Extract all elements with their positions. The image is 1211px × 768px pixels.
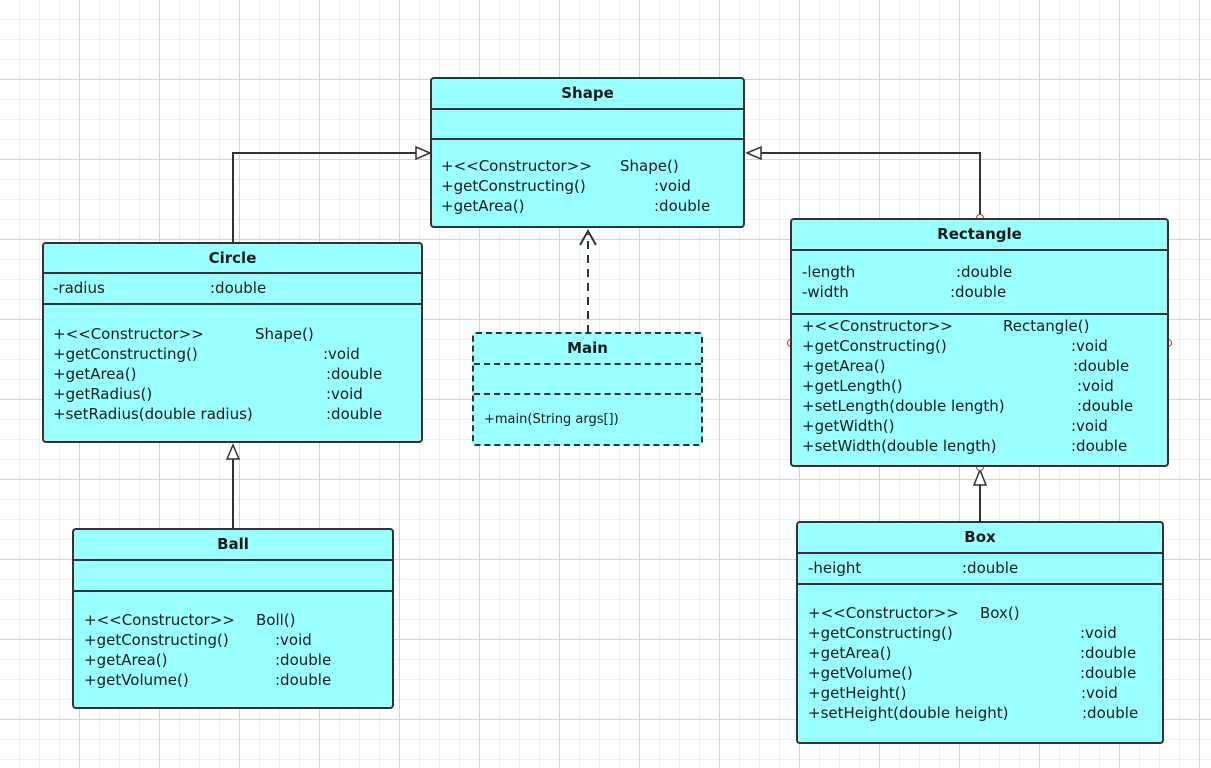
operation-row: +getArea():double — [808, 644, 1137, 662]
operation-row: +<<Constructor>>Box() — [808, 604, 1020, 622]
operation-row: +getArea():double — [53, 365, 383, 383]
class-shape-title: Shape — [432, 79, 743, 110]
operation-row: +getArea():double — [84, 651, 332, 669]
operation-row: +getConstructing():void — [53, 345, 360, 363]
operation-row: +main(String args[]) — [484, 412, 619, 427]
operation-row: +getVolume():double — [84, 671, 332, 689]
main-to-shape-open-arrowhead — [579, 228, 597, 246]
operation-row: +getConstructing():void — [802, 337, 1108, 355]
class-main-attributes — [474, 365, 701, 395]
class-ball-attributes — [74, 561, 392, 592]
operation-row: +getLength():void — [802, 377, 1114, 395]
circle-to-shape-line — [232, 152, 418, 243]
class-box[interactable]: Box -height:double +<<Constructor>>Box()… — [796, 521, 1164, 744]
class-ball[interactable]: Ball +<<Constructor>>Boll() +getConstruc… — [72, 528, 394, 709]
class-shape-operations: +<<Constructor>>Shape() +getConstructing… — [432, 140, 743, 216]
class-rectangle[interactable]: Rectangle -length:double -width:double +… — [790, 218, 1169, 467]
operation-row: +getRadius():void — [53, 385, 363, 403]
class-main[interactable]: Main +main(String args[]) — [472, 332, 703, 446]
operation-row: +getVolume():double — [808, 664, 1137, 682]
attribute-row: -height:double — [808, 559, 1019, 577]
operation-row: +setRadius(double radius):double — [53, 405, 383, 423]
class-box-attributes: -height:double — [798, 554, 1162, 585]
operation-row: +getArea():double — [802, 357, 1130, 375]
rectangle-to-shape-line — [760, 152, 981, 219]
circle-to-shape-arrowhead — [415, 145, 432, 161]
operation-row: +<<Constructor>>Rectangle() — [802, 317, 1090, 335]
operation-row: +setWidth(double length):double — [802, 437, 1128, 455]
attribute-row: -width:double — [802, 283, 1007, 301]
operation-row: +getConstructing():void — [441, 177, 691, 195]
operation-row: +getConstructing():void — [808, 624, 1117, 642]
class-box-title: Box — [798, 523, 1162, 554]
class-ball-title: Ball — [74, 530, 392, 561]
attribute-row: -length:double — [802, 263, 1013, 281]
class-circle[interactable]: Circle -radius:double +<<Constructor>>Sh… — [42, 242, 423, 443]
class-circle-operations: +<<Constructor>>Shape() +getConstructing… — [44, 305, 421, 424]
operation-row: +<<Constructor>>Boll() — [84, 611, 296, 629]
operation-row: +<<Constructor>>Shape() — [53, 325, 314, 343]
class-rectangle-operations: +<<Constructor>>Rectangle() +getConstruc… — [792, 315, 1167, 456]
class-circle-attributes: -radius:double — [44, 274, 421, 305]
ball-to-circle-arrowhead — [225, 443, 241, 460]
operation-row: +getHeight():void — [808, 684, 1118, 702]
class-main-operations: +main(String args[]) — [474, 395, 701, 430]
attribute-row: -radius:double — [53, 279, 267, 297]
class-circle-title: Circle — [44, 244, 421, 274]
class-shape[interactable]: Shape +<<Constructor>>Shape() +getConstr… — [430, 77, 745, 228]
class-shape-attributes — [432, 110, 743, 140]
class-box-operations: +<<Constructor>>Box() +getConstructing()… — [798, 585, 1162, 723]
operation-row: +setLength(double length):double — [802, 397, 1134, 415]
operation-row: +getConstructing():void — [84, 631, 312, 649]
class-ball-operations: +<<Constructor>>Boll() +getConstructing(… — [74, 592, 392, 690]
operation-row: +setHeight(double height):double — [808, 704, 1139, 722]
operation-row: +getArea():double — [441, 197, 711, 215]
class-rectangle-attributes: -length:double -width:double — [792, 251, 1167, 315]
operation-row: +getWidth():void — [802, 417, 1108, 435]
class-main-title: Main — [474, 334, 701, 365]
operation-row: +<<Constructor>>Shape() — [441, 157, 679, 175]
rectangle-to-shape-arrowhead — [745, 145, 762, 161]
box-to-rectangle-arrowhead — [972, 467, 988, 486]
class-rectangle-title: Rectangle — [792, 220, 1167, 251]
